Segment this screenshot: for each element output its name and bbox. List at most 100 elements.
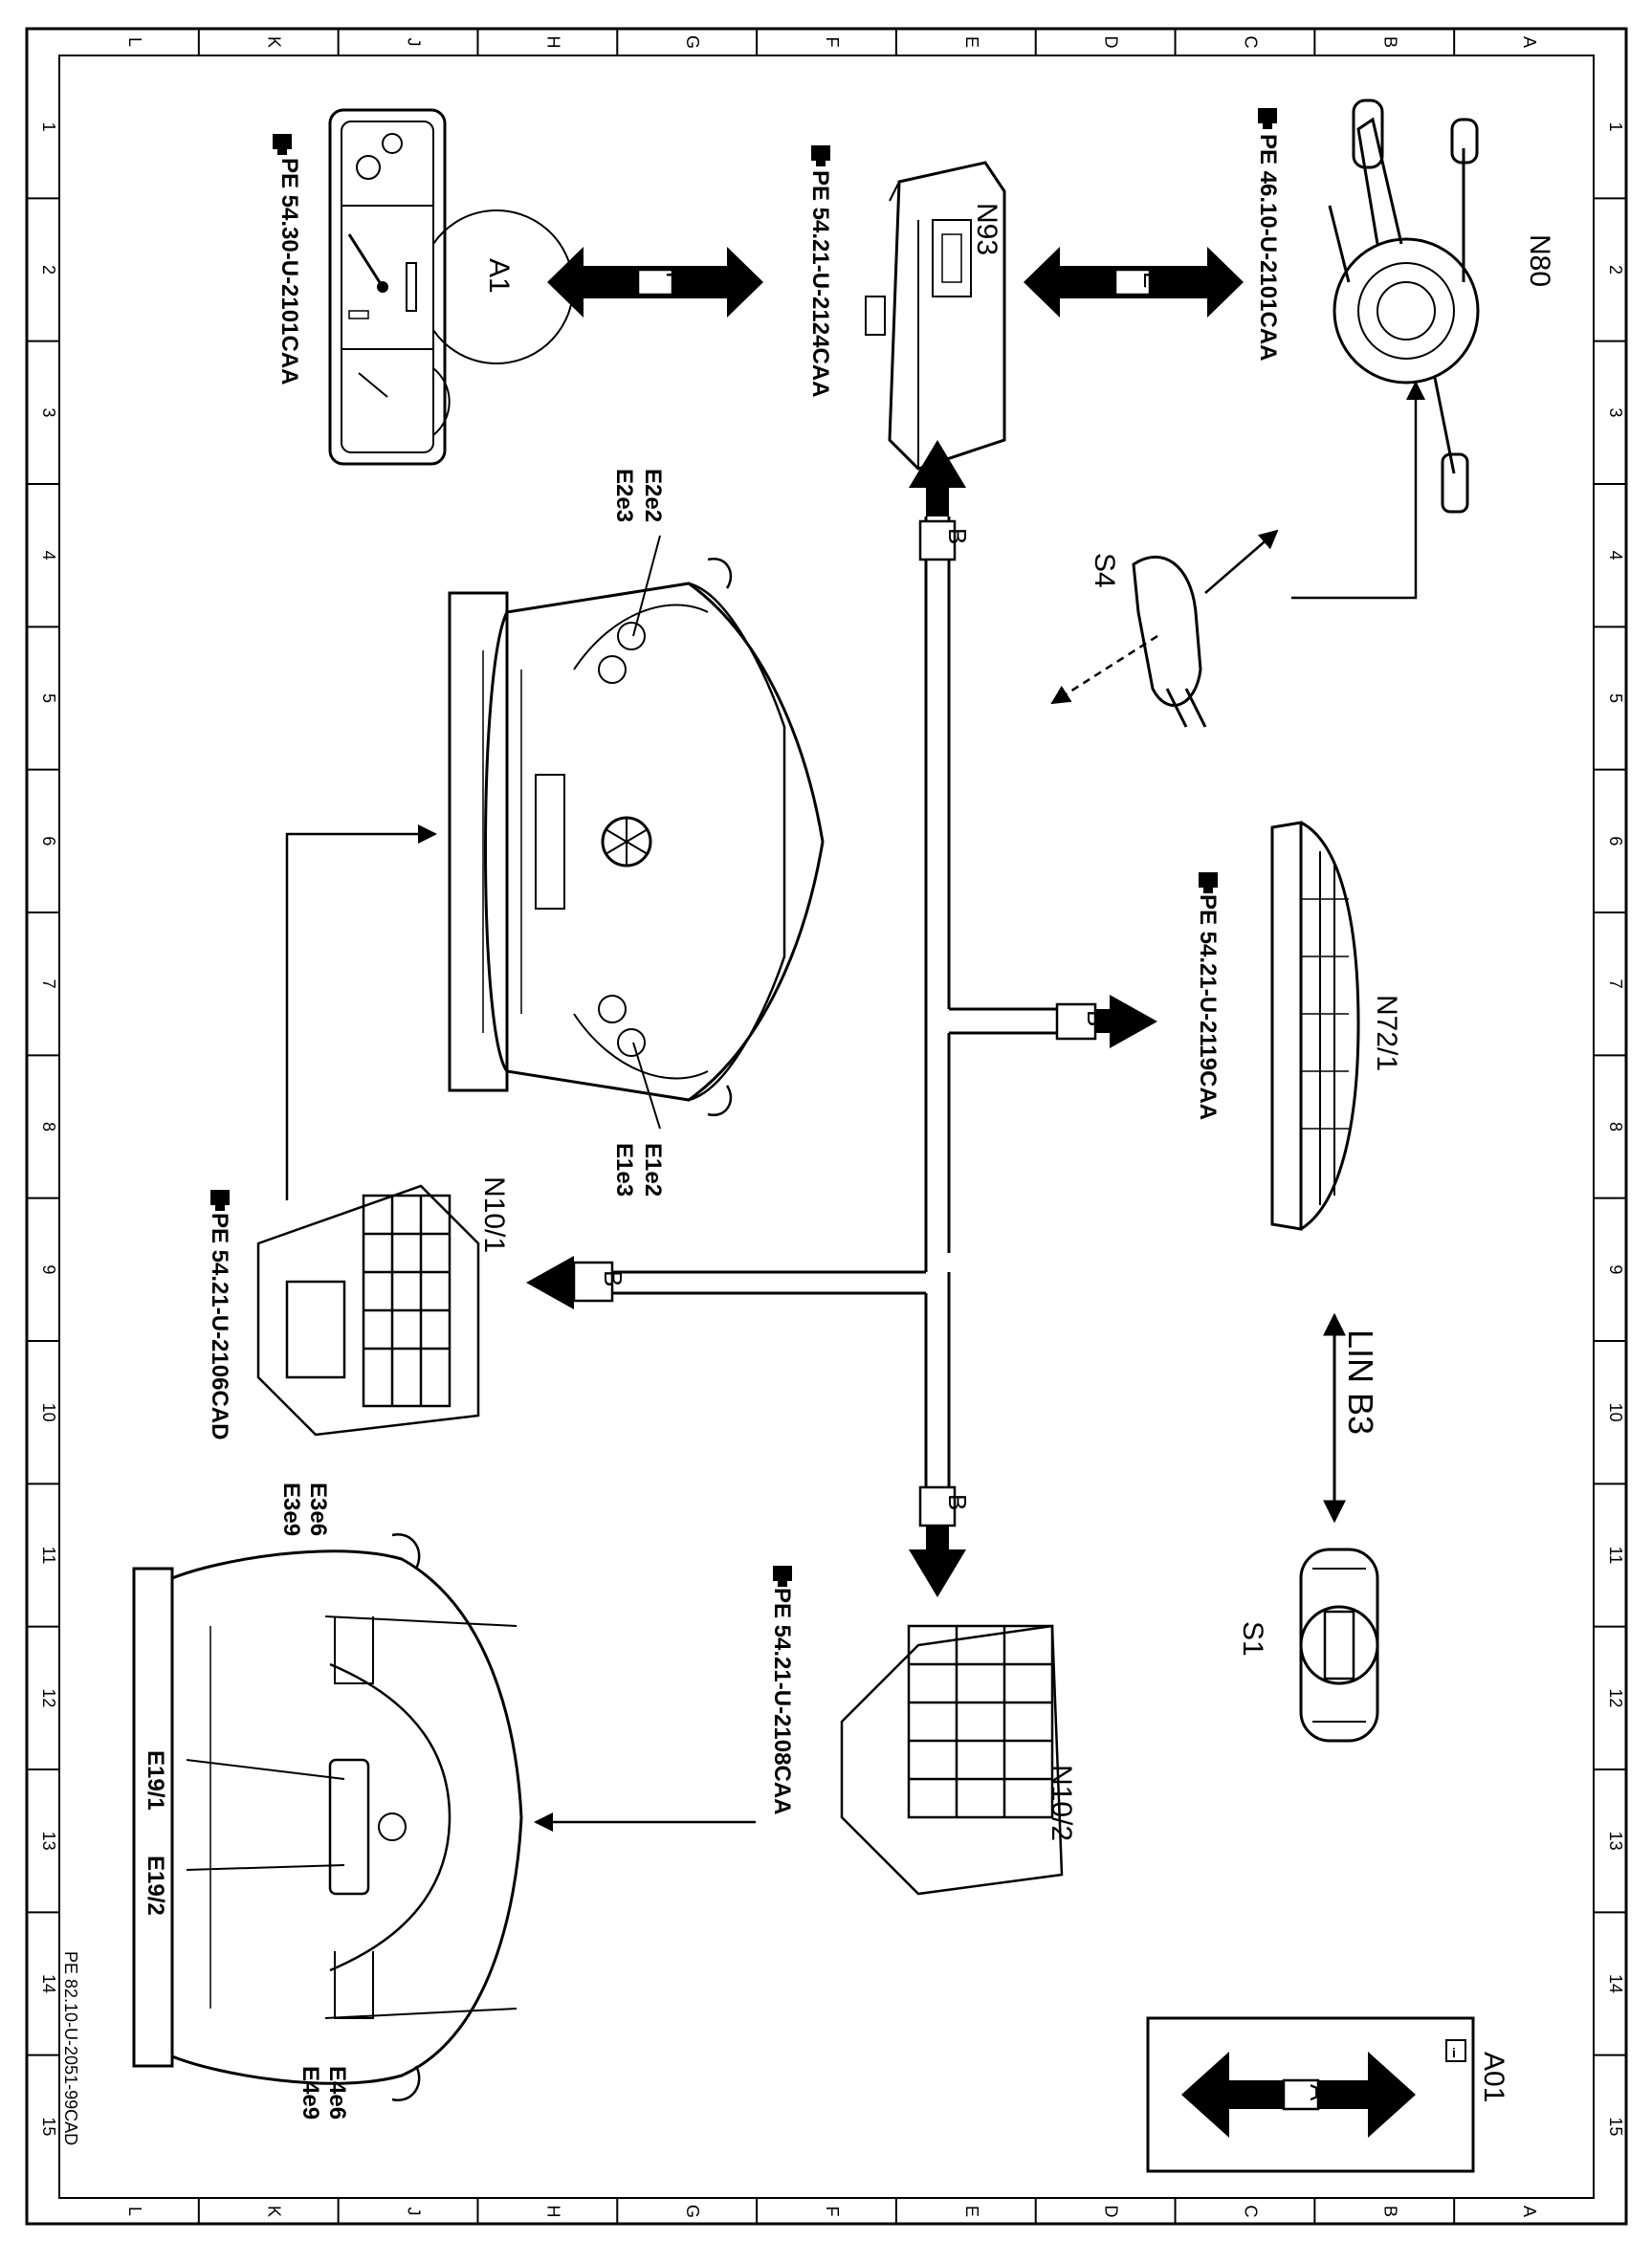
module-n93 — [865, 161, 1006, 471]
grid-row-label-left: 15 — [39, 2117, 58, 2136]
grid-col-label-bottom: F — [823, 2207, 842, 2217]
bus-b-arrow-left — [526, 1256, 574, 1309]
grid-row-label-left: 8 — [39, 1122, 58, 1131]
pointing-hand-icon — [773, 1566, 792, 1587]
rear-lamp-label-e4e6: E4e6 — [324, 2066, 350, 2120]
rear-lamp-label-e3e6: E3e6 — [305, 1483, 331, 1536]
info-icon — [1445, 2039, 1466, 2062]
grid-col-label-top: G — [683, 35, 702, 49]
legend-bus-label: A — [1305, 2084, 1333, 2101]
bus-b-arrow-right — [1081, 995, 1157, 1048]
grid-row-label-right: 15 — [1606, 2117, 1625, 2136]
grid-row-label-right: 8 — [1606, 1122, 1625, 1131]
bus-e-arrow: E — [1024, 247, 1244, 318]
grid-row-label-left: 12 — [39, 1688, 58, 1707]
rear-lamp-label-e19-1: E19/1 — [143, 1750, 168, 1811]
lin-b3-label: LIN B3 — [1341, 1329, 1380, 1435]
front-lamp-label-e1e3: E1e3 — [611, 1143, 637, 1197]
bus-b-label-right: B — [1082, 1010, 1111, 1026]
n80-label: N80 — [1524, 234, 1555, 287]
front-lamp-label-e2e2: E2e2 — [640, 469, 666, 522]
n10-1-label: N10/1 — [478, 1176, 510, 1253]
grid-row-label-right: 7 — [1606, 979, 1625, 989]
s4-arrow-back — [1050, 634, 1158, 705]
grid-row-label-left: 7 — [39, 979, 58, 989]
grid-row-label-right: 10 — [1606, 1403, 1625, 1422]
n80-reference: PE 46.10-U-2101CAA — [1255, 134, 1281, 361]
grid-col-label-bottom: J — [405, 2208, 424, 2216]
grid-row-label-left: 2 — [39, 265, 58, 275]
grid-col-label-top: E — [962, 36, 981, 48]
a1-label: A1 — [483, 258, 515, 294]
steering-switch-n80 — [1328, 99, 1480, 514]
grid-row-label-right: 5 — [1606, 693, 1625, 703]
outer-frame — [25, 27, 1628, 2226]
rear-lamp-label-e4e9: E4e9 — [297, 2066, 323, 2120]
grid-row-label-left: 13 — [39, 1832, 58, 1851]
grid-row-label-left: 4 — [39, 551, 58, 560]
s1-label: S1 — [1237, 1621, 1268, 1657]
bus-b-arrow-up — [909, 440, 966, 516]
grid-row-label-left: 3 — [39, 407, 58, 417]
n72-1-label: N72/1 — [1371, 995, 1402, 1071]
grid-row-label-left: 9 — [39, 1264, 58, 1274]
light-switch-s1 — [1299, 1548, 1379, 1743]
fuse-module-n10-1 — [256, 1184, 480, 1437]
grid-row-label-left: 11 — [39, 1547, 58, 1565]
n10-2-label: N10/2 — [1046, 1765, 1077, 1841]
grid-row-label-left: 10 — [39, 1403, 58, 1422]
n10-1-reference: PE 54.21-U-2106CAD — [207, 1213, 232, 1439]
grid-col-label-top: F — [823, 37, 842, 48]
bus-e-label: E — [1138, 272, 1167, 288]
grid-col-label-top: L — [125, 37, 144, 47]
inner-frame — [58, 55, 1595, 2199]
grid-col-label-top: H — [543, 36, 562, 49]
grid-col-label-top: D — [1102, 36, 1121, 49]
grid-row-label-right: 6 — [1606, 836, 1625, 846]
grid-col-label-bottom: C — [1241, 2206, 1260, 2218]
grid-col-label-top: B — [1380, 36, 1399, 48]
grid-col-label-bottom: L — [125, 2207, 144, 2216]
pointing-hand-icon — [210, 1190, 230, 1211]
grid-row-label-right: 9 — [1606, 1264, 1625, 1274]
grid-col-label-top: C — [1241, 36, 1260, 49]
grid-col-label-bottom: B — [1380, 2206, 1399, 2217]
grid-col-label-top: J — [405, 38, 424, 47]
front-lamp-label-e1e2: E1e2 — [640, 1143, 666, 1197]
grid-row-label-right: 4 — [1606, 551, 1625, 560]
instrument-cluster-a1 — [328, 108, 575, 466]
grid-row-label-left: 1 — [39, 122, 58, 132]
bus-b-trunk — [574, 516, 1081, 1511]
grid-row-label-right: 2 — [1606, 265, 1625, 275]
s4-to-n80-arrow — [1291, 381, 1425, 600]
grid-col-label-top: A — [1520, 36, 1539, 48]
a1-reference: PE 54.30-U-2101CAA — [276, 158, 302, 384]
svg-text:i: i — [1452, 2045, 1456, 2060]
grid-row-label-right: 11 — [1606, 1547, 1625, 1565]
vehicle-rear-view — [132, 1532, 523, 2102]
bus-f-label: F — [661, 272, 690, 287]
grid-row-label-right: 13 — [1606, 1832, 1625, 1851]
bus-b-label-bottom: B — [943, 1494, 972, 1510]
n10-2-reference: PE 54.21-U-2108CAA — [769, 1588, 795, 1814]
rear-lamp-label-e3e9: E3e9 — [278, 1483, 304, 1536]
front-lamp-label-e2e3: E2e3 — [611, 469, 637, 522]
n93-label: N93 — [971, 203, 1002, 255]
bus-b-label-left: B — [599, 1270, 628, 1286]
bus-f-arrow: F — [547, 247, 763, 318]
grid-row-label-right: 1 — [1606, 122, 1625, 132]
grid-row-label-right: 12 — [1606, 1688, 1625, 1707]
grid-row-label-left: 6 — [39, 836, 58, 846]
control-panel-n72-1 — [1270, 821, 1360, 1231]
s4-label: S4 — [1089, 553, 1120, 588]
fuse-module-n10-2 — [840, 1624, 1064, 1896]
doc-id: A01 — [1478, 2052, 1509, 2102]
s4-arrow-forward — [1204, 529, 1279, 594]
grid-col-label-bottom: H — [543, 2206, 562, 2218]
grid-row-label-right: 3 — [1606, 407, 1625, 417]
pointing-hand-icon — [1258, 108, 1277, 129]
switch-s4 — [1132, 555, 1207, 728]
grid-col-label-bottom: K — [265, 2206, 284, 2217]
n93-reference: PE 54.21-U-2124CAA — [807, 170, 833, 397]
